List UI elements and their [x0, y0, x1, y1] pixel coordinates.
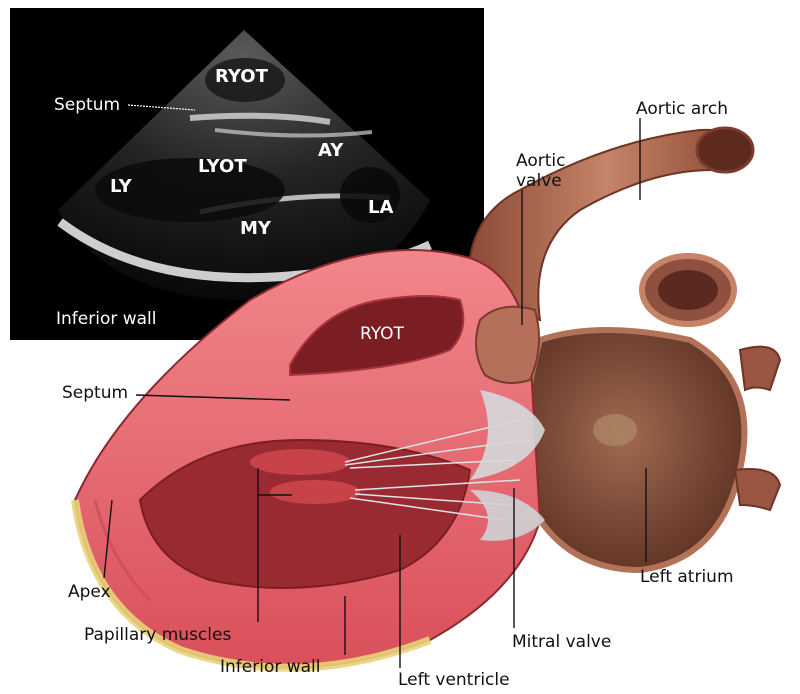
aortic-arch-opening	[695, 126, 755, 174]
label-papillary-muscles: Papillary muscles	[84, 625, 231, 645]
epicardial-fat	[71, 499, 432, 672]
lv-cavity	[138, 438, 472, 589]
leader-apex	[103, 499, 113, 579]
echo-label-la: LA	[368, 197, 393, 218]
leader-septum	[135, 394, 291, 401]
papillary-muscle-lower	[270, 480, 360, 504]
label-apex: Apex	[68, 582, 111, 602]
left-atrium-chamber	[522, 327, 748, 574]
echocardiogram-panel: RYOT Septum LYOT AY LY LA MY Inferior wa…	[10, 8, 484, 340]
pulmonary-vein-lower	[733, 468, 782, 512]
pulmonary-vein	[738, 345, 782, 392]
echo-septum-leader	[127, 104, 196, 111]
echo-aortic-wall	[214, 128, 373, 138]
label-inferior-wall: Inferior wall	[220, 657, 321, 677]
label-aortic-valve-line1: Aortic	[516, 151, 565, 171]
rvot-cavity	[289, 295, 465, 377]
echo-la-cavity	[340, 167, 400, 223]
label-left-atrium: Left atrium	[640, 567, 734, 587]
echo-label-septum: Septum	[54, 95, 120, 115]
echo-lv-cavity	[95, 158, 285, 222]
heart-illustration	[71, 126, 782, 672]
heart-labels: Aortic arch Aortic valve RYOT Septum Ape…	[62, 99, 734, 690]
left-atrium-wall-spot	[593, 414, 637, 446]
label-aortic-valve-line2: valve	[516, 171, 562, 191]
label-rvot: RYOT	[360, 324, 405, 344]
aortic-valve	[475, 305, 540, 385]
echo-rvot-cavity	[205, 58, 285, 102]
echo-label-mv: MY	[240, 218, 272, 239]
echo-septum-band	[189, 112, 331, 125]
echo-label-inferior-wall: Inferior wall	[56, 309, 157, 329]
label-mitral-valve: Mitral valve	[512, 632, 611, 652]
mitral-valve-leaflet	[470, 390, 545, 480]
echo-label-lvot: LYOT	[198, 156, 247, 177]
label-aortic-arch: Aortic arch	[636, 99, 728, 119]
apex-trabeculation	[93, 499, 152, 602]
label-septum: Septum	[62, 383, 128, 403]
pulmonary-artery-lumen	[658, 270, 718, 310]
leader-lines	[103, 118, 647, 668]
echo-label-rvot: RYOT	[215, 66, 269, 87]
echo-label-av: AY	[318, 140, 344, 161]
label-left-ventricle: Left ventricle	[398, 670, 510, 690]
echo-label-lv: LY	[110, 176, 133, 197]
mitral-valve-leaflet-posterior	[470, 490, 545, 541]
papillary-muscle-upper	[250, 449, 350, 475]
